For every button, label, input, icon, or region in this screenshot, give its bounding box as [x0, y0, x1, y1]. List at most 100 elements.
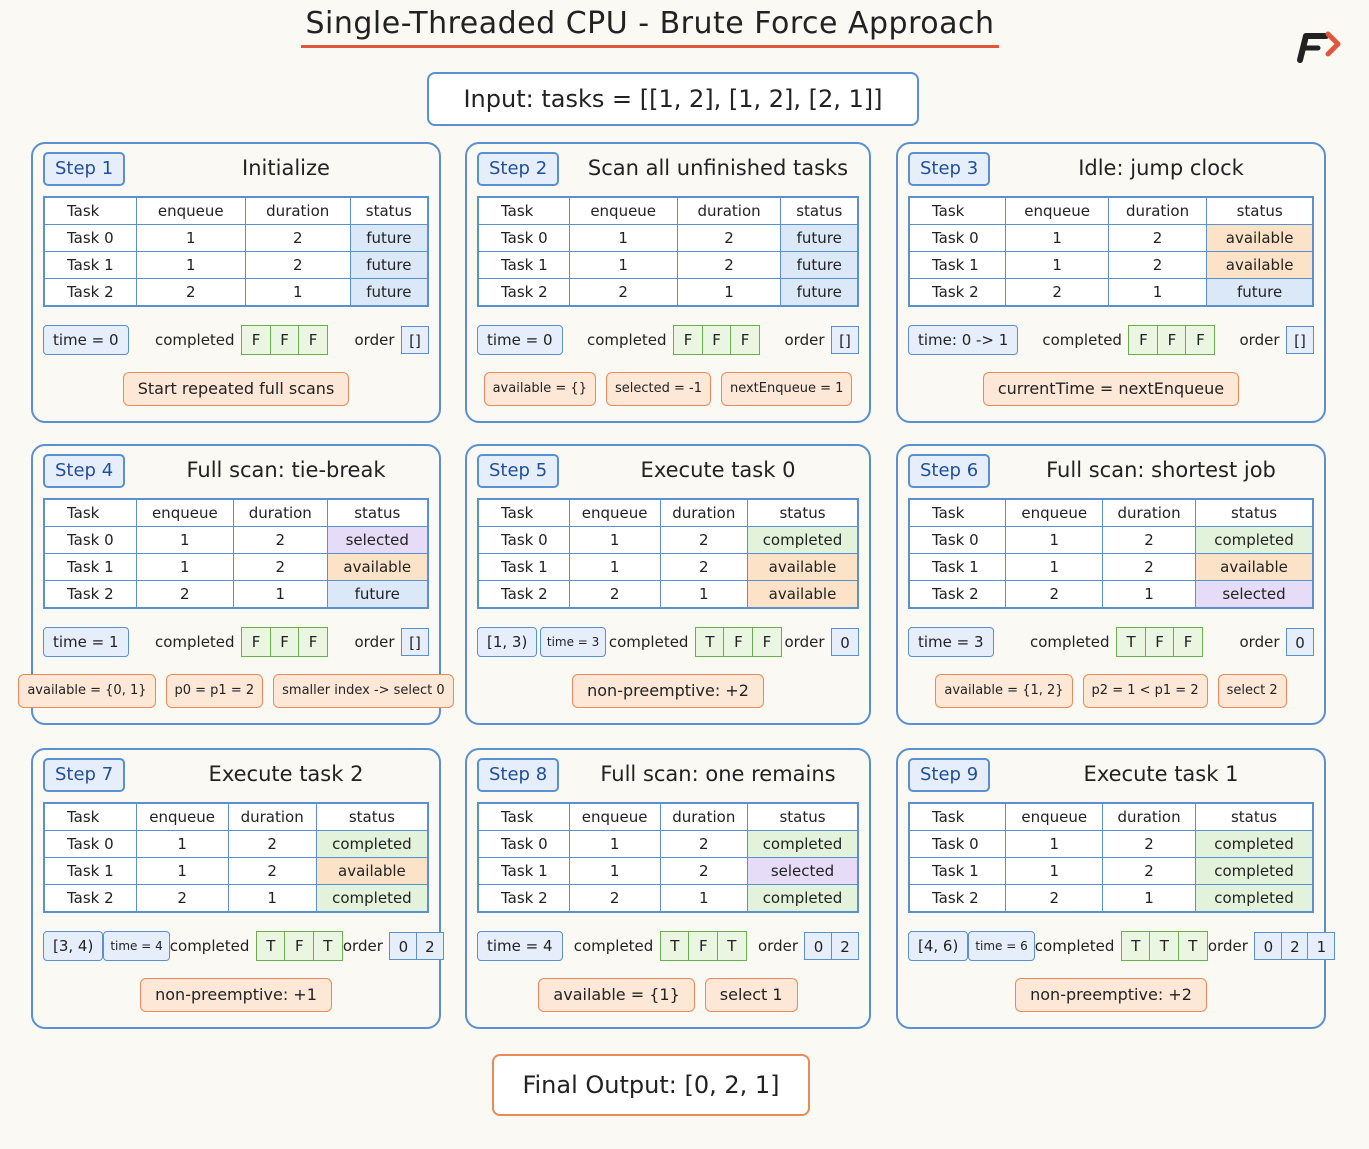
column-header: duration [1102, 498, 1197, 527]
table-cell: 2 [676, 251, 782, 279]
column-header: Task [477, 498, 570, 527]
table-cell: 1 [1005, 553, 1104, 581]
order-cell: 0 [831, 628, 859, 656]
completed-flag: T [1149, 931, 1180, 961]
table-cell: completed [1195, 884, 1314, 913]
completed-label: completed [1034, 937, 1115, 955]
order-cell: 0 [804, 932, 833, 960]
table-cell: 1 [135, 251, 246, 279]
page-title-text: Single-Threaded CPU - Brute Force Approa… [301, 6, 999, 48]
table-cell: 1 [135, 857, 229, 885]
step-title: Full scan: tie-break [186, 458, 386, 482]
column-header: Task [908, 802, 1007, 831]
table-cell: completed [315, 830, 429, 858]
column-header: enqueue [135, 802, 229, 831]
order-cell: 0 [1254, 932, 1283, 960]
note-row: currentTime = nextEnqueue [908, 372, 1314, 406]
completed-label: completed [608, 633, 689, 651]
time-chip: time = 4 [103, 931, 170, 961]
table-cell: 1 [659, 884, 748, 913]
table-cell: future [349, 224, 429, 252]
time-chip: time: 0 -> 1 [908, 325, 1019, 355]
table-cell: completed [1195, 830, 1314, 858]
completed-flag: F [269, 627, 300, 657]
step-title: Initialize [242, 156, 330, 180]
column-header: duration [659, 802, 748, 831]
table-cell: 2 [568, 580, 661, 609]
table-cell: 1 [1102, 884, 1197, 913]
time-chip: time = 0 [43, 325, 129, 355]
table-cell: completed [315, 884, 429, 913]
table-cell: Task 2 [477, 278, 570, 307]
time-chip: time = 4 [477, 931, 563, 961]
table-cell: 1 [1005, 857, 1104, 885]
table-cell: 2 [135, 884, 229, 913]
table-cell: selected [326, 526, 429, 554]
completed-flag: F [673, 325, 704, 355]
table-cell: available [1195, 553, 1314, 581]
step-badge: Step 7 [43, 758, 126, 792]
table-cell: Task 1 [43, 251, 137, 279]
column-header: duration [227, 802, 317, 831]
order-cells: 0 [1285, 628, 1314, 656]
completed-flag: T [312, 931, 343, 961]
table-cell: 2 [659, 553, 748, 581]
table-cell: 1 [1107, 278, 1208, 307]
order-label: order [342, 937, 383, 955]
table-cell: 1 [568, 224, 678, 252]
table-cell: future [780, 251, 859, 279]
note-chip: Start repeated full scans [122, 372, 350, 406]
time-chip: time = 6 [968, 931, 1035, 961]
note-chip: selected = -1 [605, 372, 711, 406]
column-header: status [746, 498, 859, 527]
table-cell: 2 [1107, 224, 1208, 252]
order-cell: 0 [1285, 628, 1314, 656]
completed-flag: F [723, 627, 754, 657]
completed-flag: F [269, 325, 300, 355]
completed-label: completed [586, 331, 667, 349]
table-cell: 2 [1102, 830, 1197, 858]
table-cell: 2 [227, 830, 317, 858]
table-cell: 1 [135, 553, 234, 581]
table-cell: 2 [135, 278, 246, 307]
column-header: status [1206, 196, 1314, 225]
column-header: enqueue [568, 498, 661, 527]
completed-flag: F [688, 931, 719, 961]
table-cell: Task 2 [908, 884, 1007, 913]
table-cell: Task 0 [477, 830, 570, 858]
table-cell: available [326, 553, 429, 581]
table-cell: 1 [568, 830, 661, 858]
table-cell: 2 [1107, 251, 1208, 279]
note-row: non-preemptive: +2 [908, 978, 1314, 1012]
note-row: available = {1}select 1 [477, 978, 859, 1012]
order-group: order[] [354, 628, 429, 656]
step-title: Execute task 0 [640, 458, 796, 482]
completed-flag: F [701, 325, 732, 355]
table-cell: 1 [135, 224, 246, 252]
table-cell: 1 [227, 884, 317, 913]
completed-label: completed [154, 633, 235, 651]
brand-logo-icon [1297, 31, 1341, 63]
column-header: Task [477, 196, 570, 225]
